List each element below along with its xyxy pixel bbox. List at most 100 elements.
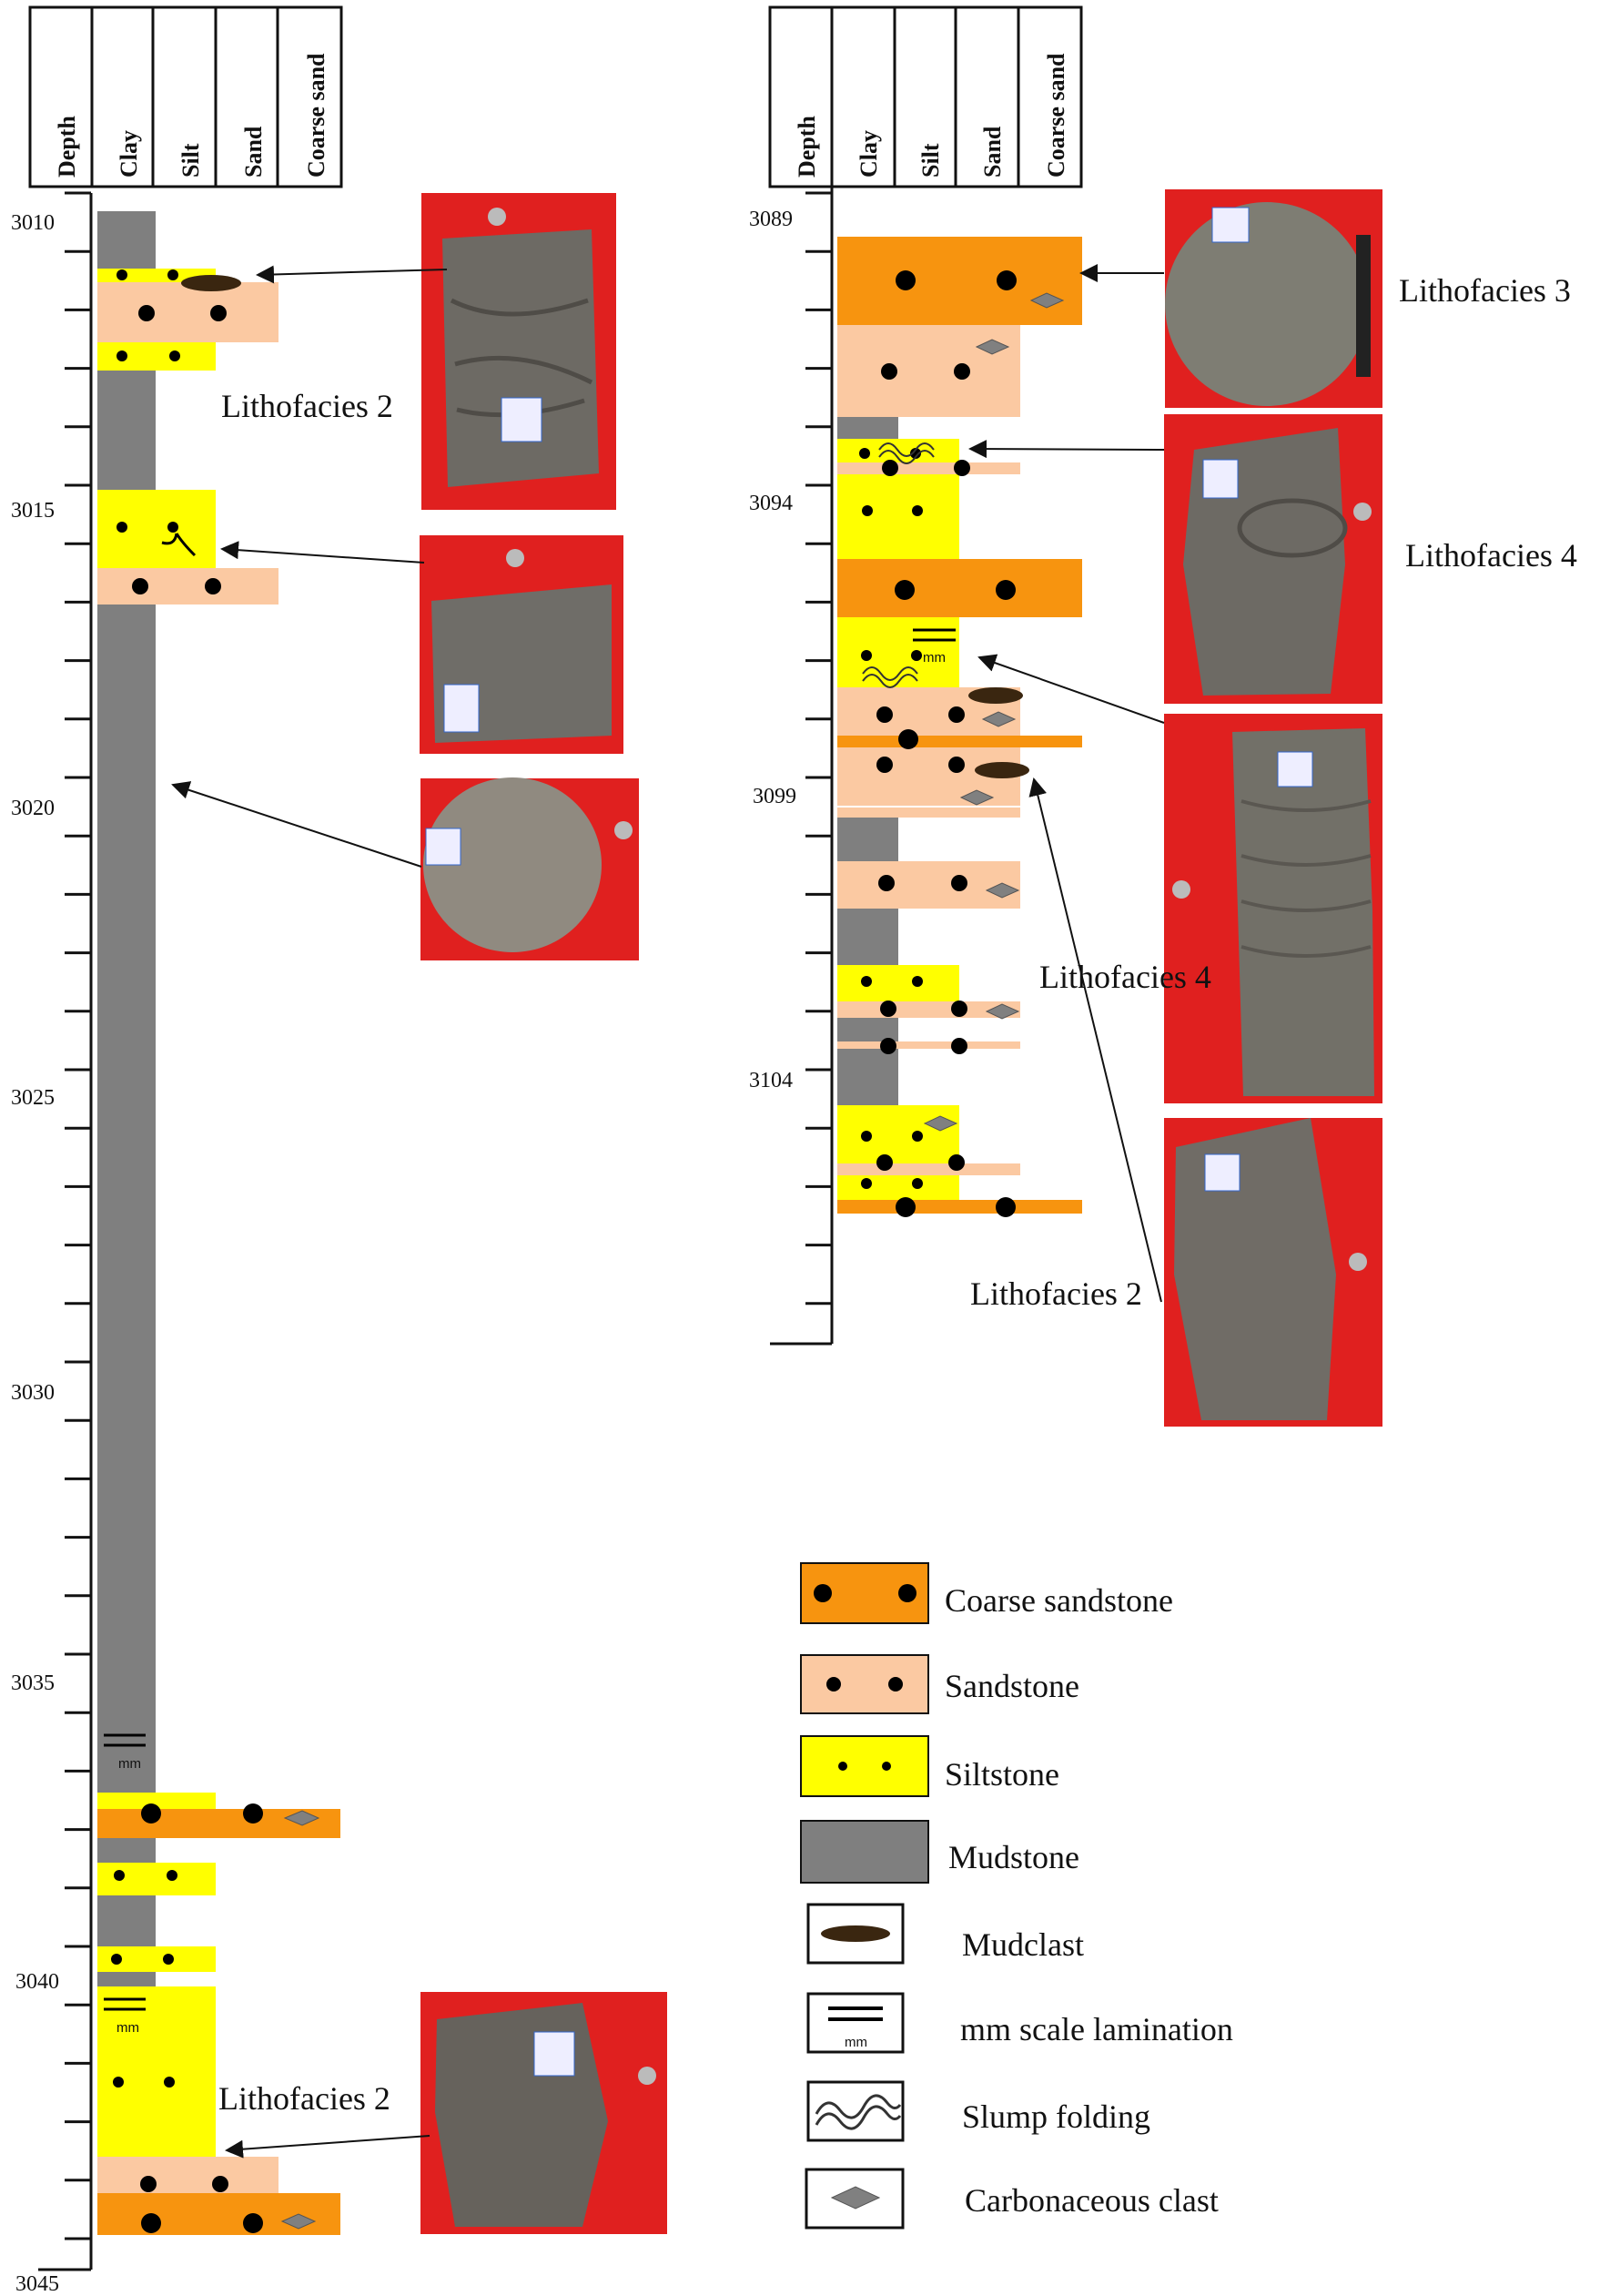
depth-ticks (65, 191, 91, 2240)
depth-label-3010: 3010 (11, 211, 55, 235)
depth-label-3099: 3099 (753, 785, 796, 808)
sandstone-bed (837, 1163, 1020, 1175)
mudclast-symbol (975, 762, 1029, 778)
carbonaceous-clast-symbol (975, 339, 1010, 355)
depth-label-3020: 3020 (11, 797, 55, 820)
core-photo (1164, 714, 1382, 1103)
core-photo (1165, 189, 1382, 408)
depth-label-3030: 3030 (11, 1381, 55, 1405)
siltstone-bed (837, 965, 959, 1001)
coarse-sandstone-bed (97, 2193, 340, 2235)
svg-text:mm scale lamination: mm scale lamination (960, 2011, 1233, 2047)
depth-label-3045: 3045 (15, 2272, 59, 2296)
sandstone-bed (97, 568, 278, 604)
legend-item-siltstone: Siltstone (800, 1735, 1059, 1797)
svg-text:Coarse sandstone: Coarse sandstone (945, 1582, 1173, 1619)
sandstone-bed (97, 282, 278, 342)
core-photo (1164, 414, 1382, 704)
svg-text:Mudclast: Mudclast (962, 1926, 1084, 1963)
core-photo (421, 193, 616, 510)
sandstone-bed (837, 861, 1020, 909)
depth-label-3035: 3035 (11, 1671, 55, 1695)
header-coarse-sand: Coarse sand (1043, 53, 1069, 178)
legend-item-mudstone: Mudstone (800, 1820, 1079, 1884)
header-clay: Clay (856, 130, 882, 178)
sandstone-bed (837, 1041, 1020, 1049)
svg-text:Mudstone: Mudstone (948, 1839, 1079, 1875)
legend-item-mudclast: Mudclast (806, 1903, 1084, 1965)
header-clay: Clay (116, 130, 142, 178)
sandstone-bed (97, 2157, 278, 2193)
coarse-sandstone-bed (837, 736, 1082, 747)
carbonaceous-clast-symbol (280, 2213, 317, 2230)
header-depth: Depth (794, 116, 820, 178)
siltstone-bed (97, 1986, 216, 2157)
header-coarse-sand: Coarse sand (303, 53, 329, 178)
legend-item-mm-lamination: mm mm scale lamination (806, 1992, 1233, 2054)
header-depth: Depth (54, 116, 80, 178)
siltstone-bed (97, 1793, 216, 1809)
mudstone-bed (837, 1018, 898, 1105)
mudstone-bed (837, 818, 898, 861)
carbonaceous-clast-symbol (985, 1003, 1020, 1020)
header-silt: Silt (177, 143, 204, 178)
right-log: Depth Clay Silt Sand Coarse sand 3089 30… (749, 5, 1577, 1427)
core-photo (420, 535, 623, 754)
carbonaceous-clast-symbol (959, 789, 995, 806)
mudclast-symbol (181, 275, 241, 291)
lithofacies-label: Lithofacies 2 (221, 388, 393, 424)
depth-label-3104: 3104 (749, 1069, 793, 1092)
arrow (1028, 777, 1162, 1303)
svg-text:Siltstone: Siltstone (945, 1756, 1059, 1793)
core-photo (420, 1992, 667, 2234)
arrow (977, 654, 1165, 724)
carbonaceous-clast-symbol (1029, 292, 1065, 309)
header-sand: Sand (979, 126, 1006, 178)
coarse-sandstone-bed (837, 237, 1082, 325)
mudstone-bed (837, 909, 898, 965)
siltstone-bed (97, 1863, 216, 1895)
core-photo (420, 777, 639, 960)
svg-text:mm: mm (116, 2020, 139, 2036)
legend-item-slump-folding: Slump folding (806, 2080, 1150, 2142)
right-header: Depth Clay Silt Sand Coarse sand (768, 5, 1083, 188)
core-photo (1164, 1118, 1382, 1427)
lithofacies-label: Lithofacies 2 (218, 2080, 390, 2117)
depth-label-3040: 3040 (15, 1970, 59, 1994)
flame-structure-symbol (161, 533, 197, 557)
left-header: Depth Clay Silt Sand Coarse sand (28, 5, 343, 188)
sandstone-bed (837, 462, 1020, 474)
carbonaceous-clast-symbol (923, 1115, 958, 1132)
lithofacies-label: Lithofacies 3 (1399, 272, 1571, 309)
svg-text:Sandstone: Sandstone (945, 1668, 1079, 1704)
svg-text:mm: mm (923, 650, 946, 665)
coarse-sandstone-bed (837, 559, 1082, 617)
lithofacies-label: Lithofacies 2 (970, 1275, 1142, 1312)
svg-text:mm: mm (118, 1756, 141, 1772)
svg-text:Slump folding: Slump folding (962, 2098, 1150, 2135)
legend: Coarse sandstone Sandstone Siltstone Mud… (800, 1562, 1233, 2230)
siltstone-bed (97, 490, 216, 568)
coarse-sandstone-bed (837, 1200, 1082, 1214)
lithofacies-label: Lithofacies 4 (1405, 537, 1577, 574)
sandstone-bed (837, 325, 1020, 417)
arrow (256, 265, 448, 284)
lithofacies-label: Lithofacies 4 (1039, 959, 1211, 995)
arrow (171, 781, 422, 868)
arrow (225, 2135, 430, 2159)
arrow (220, 541, 425, 564)
carbonaceous-clast-symbol (985, 882, 1020, 899)
mudclast-symbol (968, 687, 1023, 704)
slump-folding-symbol (862, 666, 918, 688)
grain-dots (111, 269, 263, 2233)
mm-lamination-symbol: mm (104, 1733, 146, 1772)
carbonaceous-clast-symbol (981, 711, 1017, 727)
depth-label-3015: 3015 (11, 499, 55, 523)
left-log: Depth Clay Silt Sand Coarse sand 3010 30… (11, 5, 667, 2296)
grain-dots (859, 270, 1017, 1217)
depth-label-3094: 3094 (749, 492, 793, 515)
siltstone-bed (97, 342, 216, 371)
header-silt: Silt (917, 143, 944, 178)
mm-lamination-symbol: mm (912, 628, 956, 665)
